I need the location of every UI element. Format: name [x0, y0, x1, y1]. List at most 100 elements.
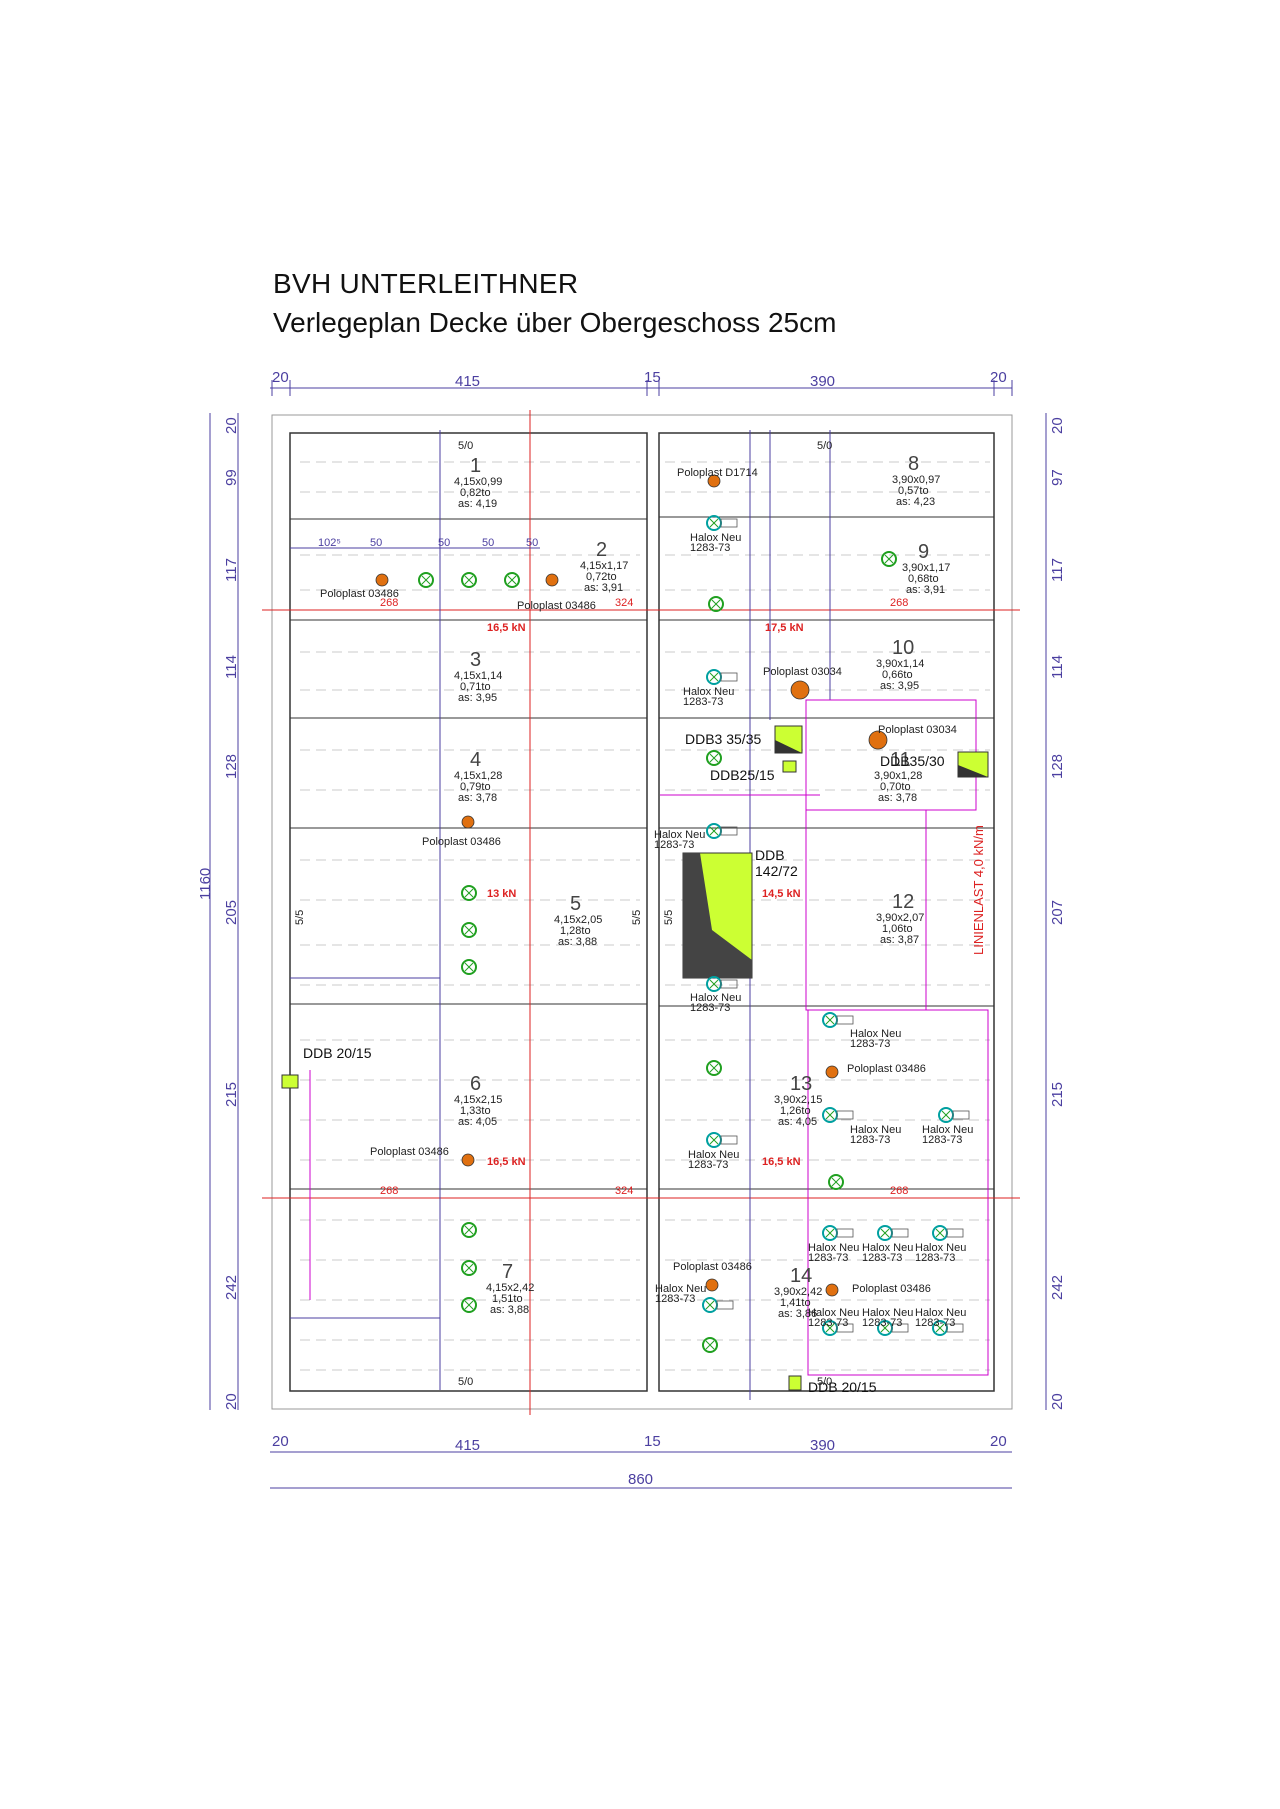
drawing-title: BVH UNTERLEITHNER — [273, 268, 579, 299]
halox-code: 1283-73 — [690, 1002, 730, 1014]
mark-268-b: 268 — [890, 597, 908, 609]
panel-size: 3,90x2,42 — [774, 1286, 822, 1298]
halox-label: Halox Neu — [915, 1307, 966, 1319]
panel-size: 4,15x1,28 — [454, 770, 502, 782]
crossed-marker-icon — [461, 1297, 477, 1313]
rib-lines — [300, 461, 990, 1371]
panel-as: as: 3,91 — [584, 582, 623, 594]
poloplast-label-10: Poloplast 03486 — [852, 1283, 931, 1295]
dim-right-9: 20 — [1049, 1393, 1066, 1410]
halox-code: 1283-73 — [915, 1317, 955, 1329]
opening-label-5: DDB 20/15 — [303, 1045, 372, 1061]
poloplast-inserts — [375, 474, 888, 1297]
dim-left-6: 205 — [223, 900, 240, 925]
halox-code: 1283-73 — [850, 1038, 890, 1050]
crossed-marker-icon — [881, 551, 897, 567]
panel-number: 5 — [570, 893, 581, 915]
panel-weight: 1,51to — [492, 1293, 523, 1305]
halox-code: 1283-73 — [862, 1252, 902, 1264]
halox-label: Halox Neu — [808, 1307, 859, 1319]
crossed-marker-icon — [461, 959, 477, 975]
halox-label: Halox Neu — [654, 829, 705, 841]
panel-weight: 1,26to — [780, 1105, 811, 1117]
panel-number: 11 — [890, 749, 911, 771]
halox-label: Halox Neu — [690, 532, 741, 544]
halox-code: 1283-73 — [688, 1159, 728, 1171]
dim-right-4: 114 — [1049, 655, 1066, 679]
halox-code: 1283-73 — [850, 1134, 890, 1146]
opening-label-4a: DDB — [755, 847, 785, 863]
dim-top-1: 20 — [272, 369, 289, 386]
panel-size: 3,90x1,14 — [876, 658, 924, 670]
load-4: 14,5 kN — [762, 888, 801, 900]
dim-left-4: 114 — [223, 655, 240, 679]
panel-number: 8 — [908, 453, 919, 475]
dim-right-5: 128 — [1049, 754, 1066, 779]
panel-size: 4,15x2,42 — [486, 1282, 534, 1294]
panel-as: as: 4,05 — [458, 1116, 497, 1128]
dim-top-4: 390 — [810, 373, 835, 390]
mark-268-c: 268 — [380, 1185, 398, 1197]
panel-size: 4,15x1,14 — [454, 670, 502, 682]
dim-total-width: 860 — [628, 1471, 653, 1488]
crossed-marker-icon — [702, 1337, 718, 1353]
poloplast-label-7: Poloplast 03486 — [847, 1063, 926, 1075]
crossed-marker-icon — [504, 572, 520, 588]
panel-as: as: 3,95 — [458, 692, 497, 704]
panel-weight: 0,68to — [908, 573, 939, 585]
dim-right-3: 117 — [1049, 558, 1066, 582]
panel-weight: 1,41to — [780, 1297, 811, 1309]
opening-label-2: DDB25/15 — [710, 767, 775, 783]
halox-label: Halox Neu — [690, 992, 741, 1004]
mark-55-left: 5/5 — [294, 910, 306, 925]
bottom-dimension-chain: 20 415 15 390 20 860 — [270, 1433, 1012, 1489]
opening-label-6: DDB 20/15 — [808, 1379, 877, 1395]
halox-label: Halox Neu — [808, 1242, 859, 1254]
halox-label: Halox Neu — [850, 1028, 901, 1040]
panel-as: as: 3,88 — [490, 1304, 529, 1316]
panel-weight: 1,28to — [560, 925, 591, 937]
panel-as: as: 3,78 — [458, 792, 497, 804]
mark-50-a: 50 — [370, 537, 382, 549]
halox-code: 1283-73 — [915, 1252, 955, 1264]
panel-size: 4,15x2,15 — [454, 1094, 502, 1106]
panel-number: 6 — [470, 1073, 481, 1095]
opening-label-3: DDB35/30 — [880, 753, 945, 769]
panel-as: as: 4,19 — [458, 498, 497, 510]
poloplast-label-8: Poloplast 03486 — [370, 1146, 449, 1158]
line-load-label: LINIENLAST 4,0 kN/m — [971, 825, 986, 955]
left-dimension-chain — [209, 413, 239, 1410]
crossed-marker-icon — [828, 1174, 844, 1190]
poloplast-label-5: Poloplast 03034 — [878, 724, 957, 736]
outer-border — [271, 414, 1013, 1410]
mark-55-right: 5/5 — [663, 910, 675, 925]
load-6: 16,5 kN — [762, 1156, 801, 1168]
mark-50-bottom-left: 5/0 — [458, 1376, 473, 1388]
mark-50-d: 50 — [526, 537, 538, 549]
dim-left-5: 128 — [223, 754, 240, 779]
panel-size: 4,15x2,05 — [554, 914, 602, 926]
opening-label-1: DDB3 35/35 — [685, 731, 761, 747]
mark-324-b: 324 — [615, 1185, 633, 1197]
panel-number: 2 — [596, 539, 607, 561]
